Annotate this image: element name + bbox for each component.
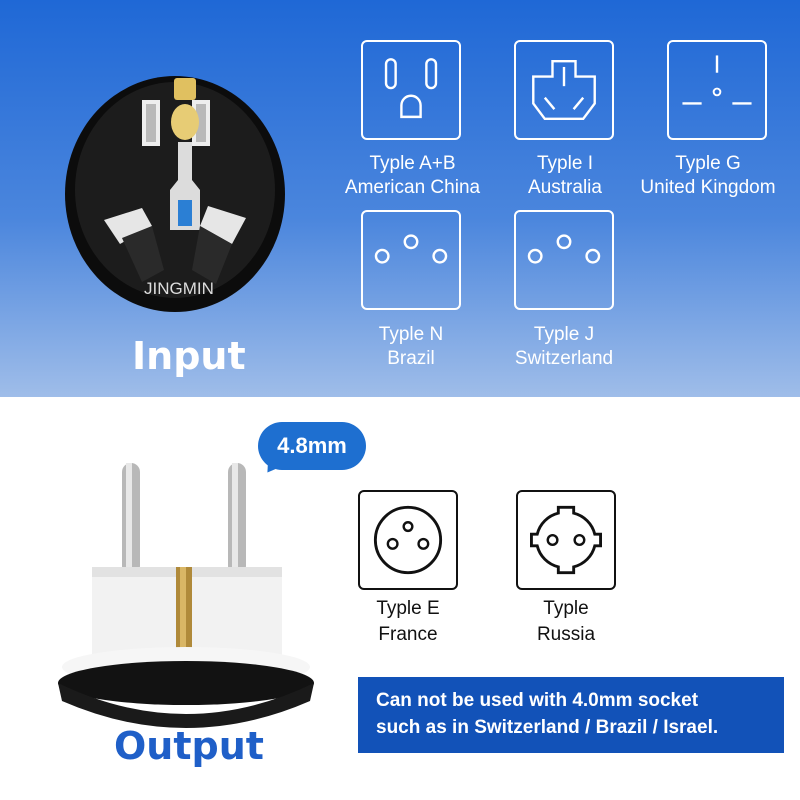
notice-line-1: Can not be used with 4.0mm socket bbox=[376, 690, 699, 711]
socket-type-label: Typle G bbox=[675, 153, 741, 174]
socket-region-label: Australia bbox=[528, 177, 602, 198]
socket-type-label: Typle N bbox=[378, 324, 444, 345]
socket-type-label: Typle bbox=[543, 598, 589, 619]
input-section: JINGMIN Input Typle A+B American China T… bbox=[0, 0, 800, 397]
output-label: Output bbox=[114, 724, 264, 768]
socket-type-label: Typle I bbox=[537, 153, 593, 174]
schuko-plug-image bbox=[58, 463, 314, 728]
type-f-socket-icon bbox=[516, 490, 616, 590]
universal-adapter-image: JINGMIN bbox=[65, 76, 285, 312]
type-e-socket-icon bbox=[358, 490, 458, 590]
socket-region-label: Switzerland bbox=[514, 348, 614, 369]
socket-region-label: United Kingdom bbox=[640, 177, 776, 198]
notice-line-2: such as in Switzerland / Brazil / Israel… bbox=[376, 717, 719, 738]
pin-size-bubble: 4.8mm bbox=[258, 422, 366, 470]
socket-type-label: Typle E bbox=[376, 598, 440, 619]
type-a-b-socket-icon bbox=[361, 40, 461, 140]
socket-region-label: American China bbox=[344, 177, 481, 198]
type-g-socket-icon bbox=[667, 40, 767, 140]
input-label: Input bbox=[132, 334, 246, 378]
type-i-socket-icon bbox=[514, 40, 614, 140]
socket-region-label: Russia bbox=[536, 624, 596, 645]
socket-type-label: Typle J bbox=[533, 324, 595, 345]
type-n-socket-icon bbox=[361, 210, 461, 310]
type-j-socket-icon bbox=[514, 210, 614, 310]
compatibility-notice: Can not be used with 4.0mm socket such a… bbox=[358, 677, 784, 753]
socket-region-label: Brazil bbox=[387, 348, 435, 369]
brand-text: JINGMIN bbox=[144, 279, 214, 298]
socket-type-label: Typle A+B bbox=[369, 153, 456, 174]
socket-region-label: France bbox=[378, 624, 438, 645]
